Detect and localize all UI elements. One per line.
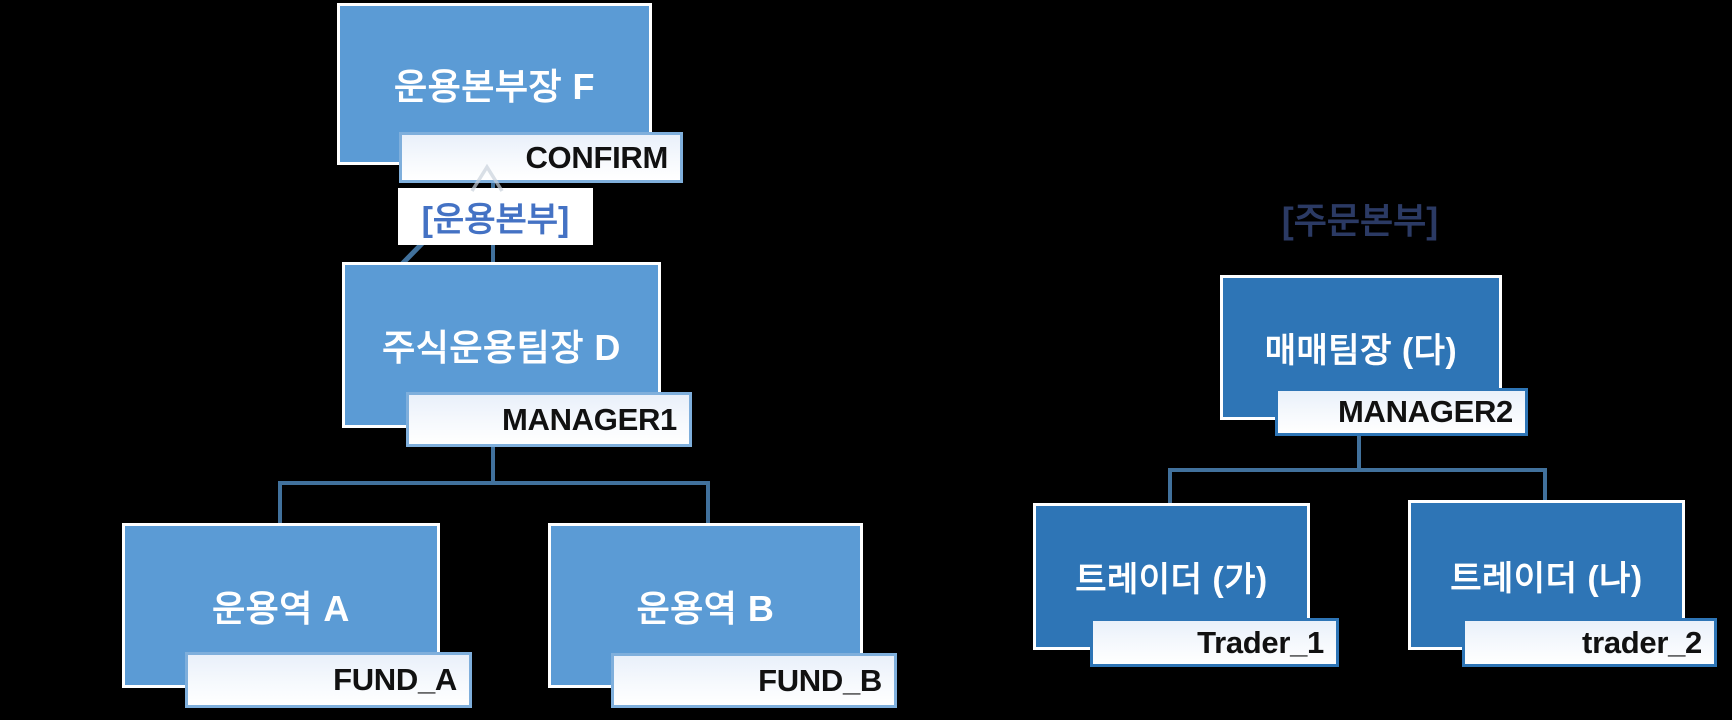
node-tag-trader-1: Trader_1: [1090, 618, 1339, 667]
division-heading-management: [운용본부]: [398, 188, 593, 245]
tag-text: trader_2: [1582, 624, 1702, 660]
node-tag-trader-2: trader_2: [1462, 618, 1717, 667]
tag-text: MANAGER2: [1337, 394, 1513, 429]
node-title: 운용본부장 F: [393, 66, 596, 107]
division-heading-order: [주문본부]: [1240, 197, 1480, 241]
tag-text: FUND_B: [758, 662, 882, 698]
heading-text: [운용본부]: [421, 201, 570, 239]
node-title: 트레이더 (나): [1450, 559, 1643, 598]
node-tag-confirm: CONFIRM: [399, 132, 683, 183]
node-tag-manager2: MANAGER2: [1275, 388, 1528, 436]
tag-text: FUND_A: [333, 662, 457, 697]
node-title: 주식운용팀장 D: [382, 327, 621, 368]
node-tag-fund-a: FUND_A: [185, 652, 472, 708]
node-title: 운용역 B: [636, 587, 775, 629]
node-title: 운용역 A: [212, 587, 350, 629]
tag-text: CONFIRM: [525, 139, 668, 175]
node-tag-manager1: MANAGER1: [406, 392, 692, 447]
tag-text: MANAGER1: [501, 401, 677, 437]
node-title: 트레이더 (가): [1075, 561, 1268, 599]
heading-text: [주문본부]: [1281, 200, 1439, 241]
node-tag-fund-b: FUND_B: [611, 653, 897, 708]
node-title: 매매팀장 (다): [1264, 332, 1458, 370]
tag-text: Trader_1: [1197, 624, 1324, 660]
